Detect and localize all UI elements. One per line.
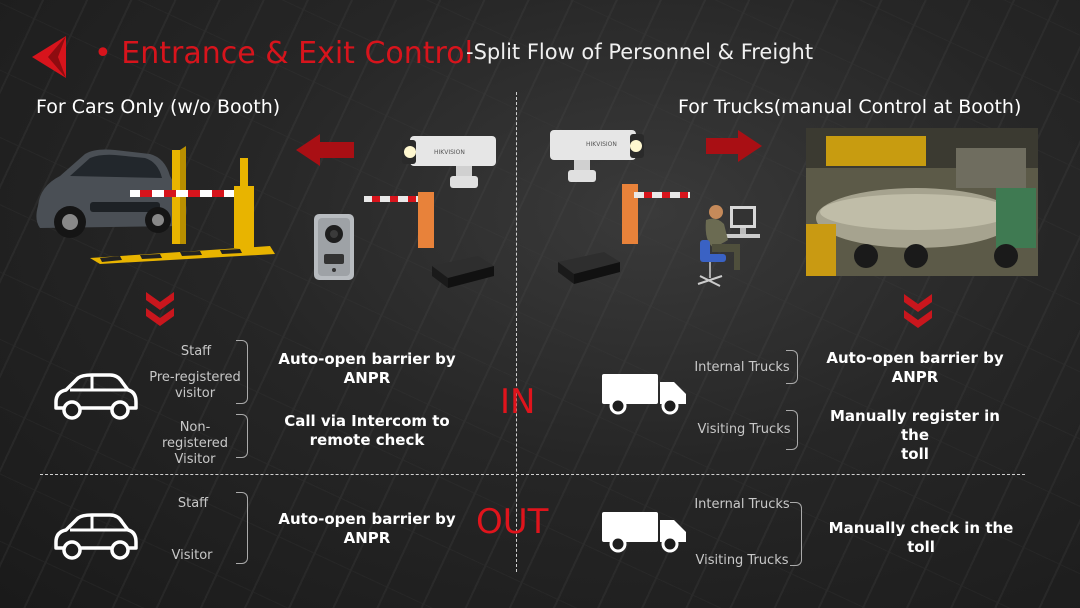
label-staff-in: Staff xyxy=(180,344,212,359)
action-auto-open-out-cars: Auto-open barrier by ANPR xyxy=(278,510,456,547)
label-visiting-trucks-in: Visiting Trucks xyxy=(697,422,791,437)
barrier-left-illustration xyxy=(364,192,434,248)
action-auto-open-in-cars: Auto-open barrier by ANPR xyxy=(278,350,456,387)
right-arrow-icon xyxy=(706,130,762,162)
anpr-camera-right-illustration: HIKVISION xyxy=(550,130,644,182)
brace-trucks-out xyxy=(790,502,802,566)
label-staff-out: Staff xyxy=(177,496,209,511)
truck-in-icon xyxy=(602,374,686,415)
car-out-icon xyxy=(54,513,138,560)
car-at-barrier-illustration xyxy=(36,146,275,264)
recorder-box-left-illustration xyxy=(432,256,494,288)
page-subtitle: -Split Flow of Personnel & Freight xyxy=(466,40,814,64)
title-main-text: Entrance & Exit Control xyxy=(121,36,473,71)
title-bullet: • xyxy=(94,36,112,71)
action-manual-check: Manually check in the toll xyxy=(828,519,1014,556)
logo-arrow-icon xyxy=(32,36,66,78)
recorder-box-right-illustration xyxy=(558,252,620,284)
vertical-divider xyxy=(516,92,517,572)
label-preregistered-visitor: Pre-registered visitor xyxy=(149,370,241,401)
anpr-camera-left-illustration: HIKVISION xyxy=(402,136,496,188)
in-label: IN xyxy=(500,382,536,422)
action-auto-open-in-trucks: Auto-open barrier by ANPR xyxy=(826,349,1004,386)
brace-group-2 xyxy=(236,414,248,458)
label-visiting-trucks-out: Visiting Trucks xyxy=(695,553,789,568)
camera-brand-right: HIKVISION xyxy=(586,141,617,148)
chevron-down-right-icon xyxy=(904,294,932,328)
out-label: OUT xyxy=(476,502,549,542)
trucks-header: For Trucks(manual Control at Booth) xyxy=(678,96,1022,118)
barrier-right-illustration xyxy=(622,184,690,244)
label-internal-trucks-in: Internal Trucks xyxy=(694,360,790,375)
brace-trucks-in-1 xyxy=(786,350,798,384)
brace-group-1 xyxy=(236,340,248,404)
horizontal-divider xyxy=(40,474,1025,475)
camera-brand-left: HIKVISION xyxy=(434,149,465,156)
label-non-registered-visitor: Non- registered Visitor xyxy=(161,420,229,467)
left-arrow-icon xyxy=(296,134,354,166)
label-internal-trucks-out: Internal Trucks xyxy=(694,497,790,512)
brace-trucks-in-2 xyxy=(786,410,798,450)
booth-operator-illustration xyxy=(697,205,760,287)
brace-group-out-cars xyxy=(236,492,248,564)
action-intercom-check: Call via Intercom to remote check xyxy=(284,412,450,449)
page-title: • Entrance & Exit Control xyxy=(94,36,473,71)
cars-header: For Cars Only (w/o Booth) xyxy=(36,96,281,118)
tanker-truck-photo xyxy=(806,128,1038,276)
truck-out-icon xyxy=(602,512,686,553)
car-in-icon xyxy=(54,373,138,420)
chevron-down-left-icon xyxy=(146,292,174,326)
action-manual-register: Manually register in the toll xyxy=(830,407,1000,463)
label-visitor-out: Visitor xyxy=(171,548,213,563)
intercom-device-illustration xyxy=(314,214,354,280)
